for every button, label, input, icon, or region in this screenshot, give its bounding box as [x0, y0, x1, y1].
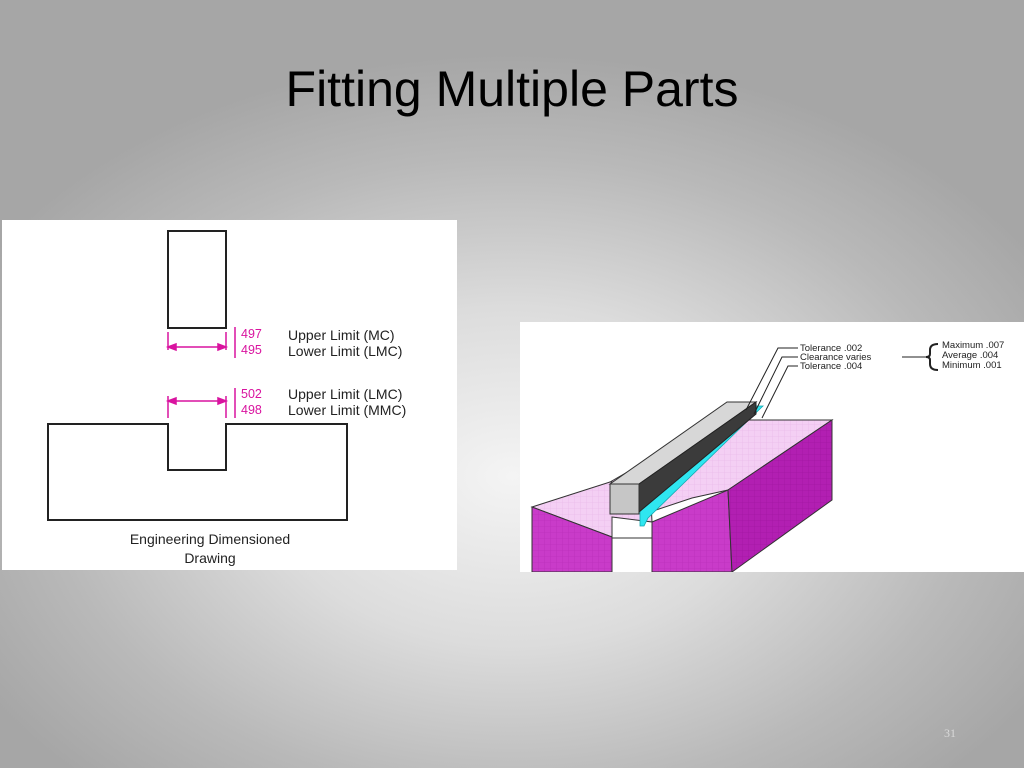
shaft-dimension	[165, 327, 236, 358]
block-side-face	[727, 419, 833, 572]
shaft-lower-label: Lower Limit (LMC)	[288, 343, 402, 359]
drawing-caption-line2: Drawing	[184, 550, 235, 566]
shaft-lower-value: 495	[241, 343, 262, 357]
slot-lower-value: 498	[241, 403, 262, 417]
callout-tolerance-key: Tolerance .002	[800, 343, 862, 354]
slot-dimension	[165, 388, 236, 418]
slot-upper-label: Upper Limit (LMC)	[288, 386, 402, 402]
key-front-face	[609, 483, 640, 515]
shaft-upper-label: Upper Limit (MC)	[288, 327, 395, 343]
slot-upper-value: 502	[241, 387, 262, 401]
callout-clearance: Clearance varies	[800, 352, 872, 363]
block-front-face	[531, 506, 613, 572]
clearance-minimum: Minimum .001	[942, 360, 1002, 371]
callout-leaders	[745, 343, 939, 419]
block-front-face-right	[651, 489, 733, 572]
slide-title: Fitting Multiple Parts	[285, 61, 739, 117]
engineering-drawing-svg: 497 495 502 498 Upper Limit (MC) Lower L…	[47, 230, 406, 566]
isometric-fit-svg: Tolerance .002 Clearance varies Toleranc…	[530, 340, 1004, 572]
clearance-average: Average .004	[942, 350, 998, 361]
drawing-caption-line1: Engineering Dimensioned	[130, 531, 290, 547]
slotted-base-part	[47, 423, 348, 521]
clearance-maximum: Maximum .007	[942, 340, 1004, 351]
page-number: 31	[944, 726, 956, 740]
shaft-upper-value: 497	[241, 327, 262, 341]
slot-lower-label: Lower Limit (MMC)	[288, 402, 406, 418]
isometric-fit-panel: Tolerance .002 Clearance varies Toleranc…	[520, 322, 1024, 572]
shaft-part	[167, 230, 227, 329]
engineering-drawing-panel: 497 495 502 498 Upper Limit (MC) Lower L…	[2, 220, 457, 570]
callout-tolerance-slot: Tolerance .004	[800, 361, 862, 372]
